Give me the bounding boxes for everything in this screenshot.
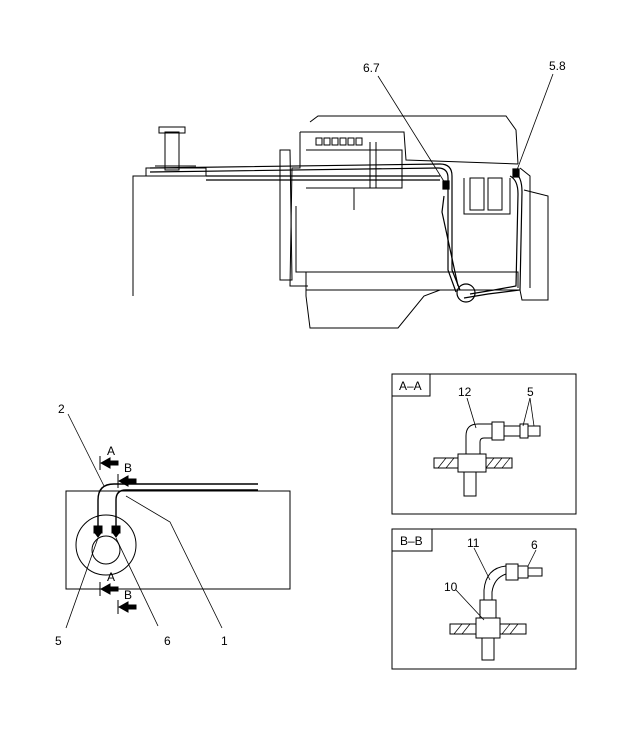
valve-cover-bolts bbox=[315, 137, 363, 146]
section-bb-panel bbox=[391, 528, 577, 670]
callout-5-8: 5.8 bbox=[549, 59, 566, 73]
section-bb-leaders bbox=[455, 547, 537, 621]
section-aa-panel bbox=[391, 373, 577, 515]
callout-5: 5 bbox=[55, 634, 62, 648]
section-bb-label-6: 6 bbox=[531, 538, 538, 552]
section-bb-title: B–B bbox=[400, 534, 423, 548]
plan-view bbox=[65, 456, 291, 614]
engine-side-view bbox=[132, 115, 549, 329]
fuel-pipe-routing bbox=[149, 163, 523, 303]
section-bb-label-10: 10 bbox=[444, 580, 458, 594]
section-arrows bbox=[99, 457, 137, 613]
plan-view-leaders bbox=[65, 413, 223, 629]
arrow-label-b-top: B bbox=[124, 461, 132, 475]
side-view-leaders bbox=[377, 73, 554, 184]
arrow-label-b-bottom: B bbox=[124, 588, 132, 602]
section-aa-leaders bbox=[466, 397, 535, 429]
callout-6-7: 6.7 bbox=[363, 61, 380, 75]
section-aa-title: A–A bbox=[399, 379, 422, 393]
arrow-label-a-top: A bbox=[107, 444, 115, 458]
section-aa-label-5: 5 bbox=[527, 385, 534, 399]
callout-1: 1 bbox=[221, 634, 228, 648]
section-bb-label-11: 11 bbox=[467, 536, 480, 550]
arrow-label-a-bottom: A bbox=[107, 570, 115, 584]
callout-2: 2 bbox=[58, 402, 65, 416]
callout-6: 6 bbox=[164, 634, 171, 648]
section-aa-label-12: 12 bbox=[458, 385, 472, 399]
